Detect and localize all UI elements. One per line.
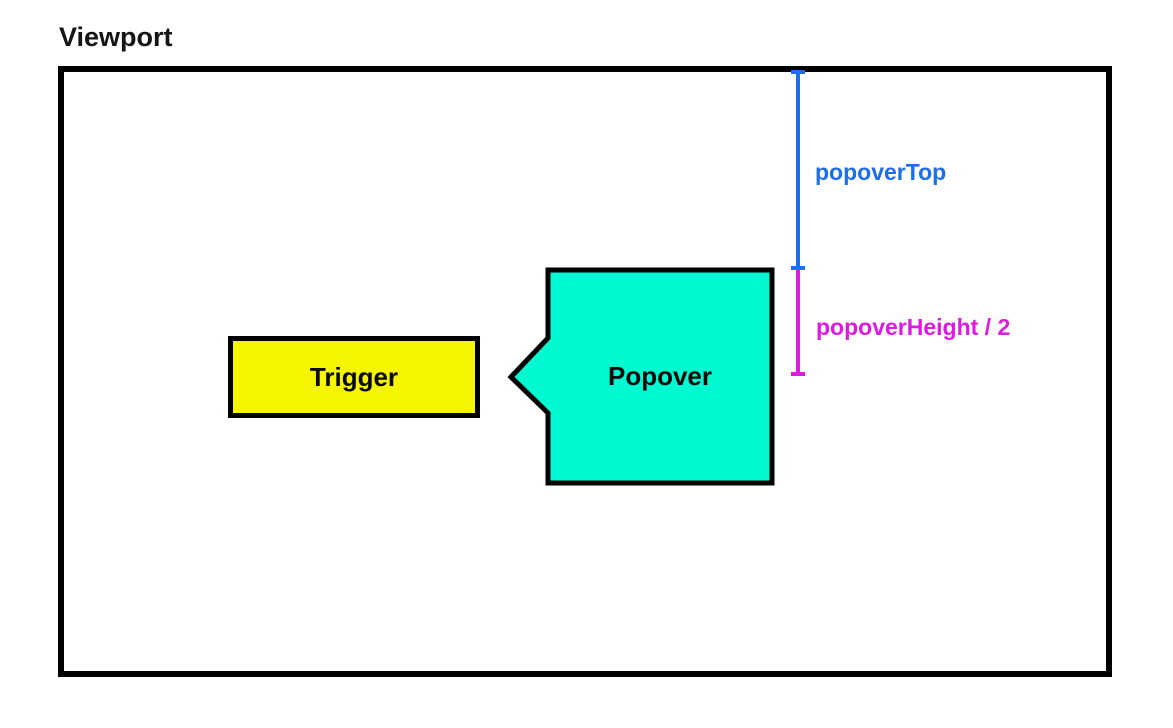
viewport-title: Viewport xyxy=(59,22,173,52)
measure-tick-popover-top-start xyxy=(791,70,805,74)
measure-line-popover-top xyxy=(796,71,800,270)
measure-label-popover-top: popoverTop xyxy=(815,159,947,185)
measure-tick-popover-top-end xyxy=(791,266,805,270)
measure-line-popover-half-height xyxy=(796,270,800,376)
popover-label-wrap: Popover xyxy=(548,270,772,483)
trigger-label: Trigger xyxy=(309,361,399,392)
measure-tick-popover-half-height-end xyxy=(791,372,805,376)
trigger-box: Trigger xyxy=(228,336,480,418)
measure-label-popover-half-height: popoverHeight / 2 xyxy=(816,314,1011,340)
popover-label: Popover xyxy=(607,361,713,391)
